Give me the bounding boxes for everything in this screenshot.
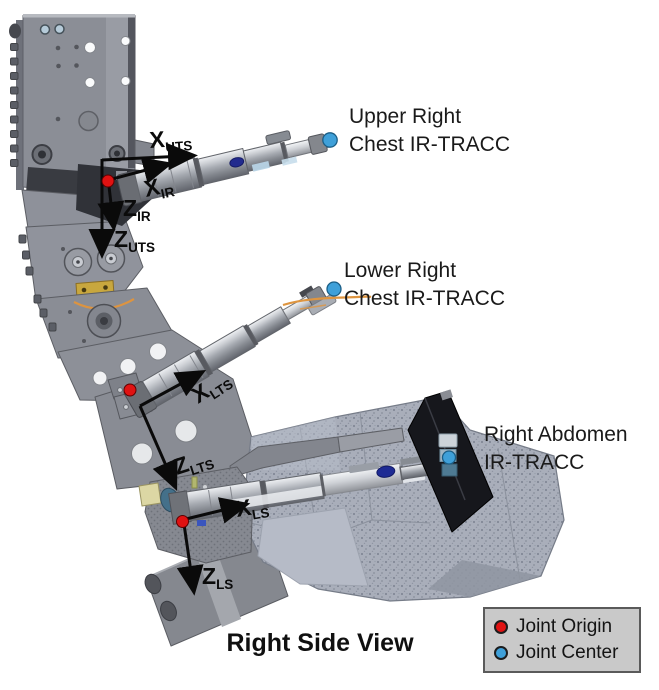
axis-arrow-x-ir xyxy=(108,157,174,184)
axis-arrow-x-ls xyxy=(185,497,251,524)
axis-label-x-uts: XUTS xyxy=(149,124,193,156)
label-lower-right-chest: Lower Right Chest IR-TRACC xyxy=(344,257,505,313)
sensor-window xyxy=(229,157,245,168)
joint-center-dot xyxy=(441,450,457,465)
joint-origin-dot xyxy=(176,515,189,528)
axis-arrow-z-lts xyxy=(138,405,178,491)
axis-label-z-ls: ZLS xyxy=(202,563,233,592)
view-caption: Right Side View xyxy=(226,629,414,657)
joint-markers xyxy=(101,132,457,528)
axis-label-z-uts: ZUTS xyxy=(114,226,155,255)
label-line: Right Abdomen xyxy=(484,423,628,446)
legend-item-joint-origin: Joint Origin xyxy=(494,616,633,638)
legend-box: Joint Origin Joint Center xyxy=(483,607,641,673)
joint-origin-dot xyxy=(101,174,115,188)
axis-arrow-x-lts xyxy=(139,370,207,408)
label-line: Upper Right xyxy=(349,105,462,128)
joint-center-dot xyxy=(326,281,342,297)
label-line: Chest IR-TRACC xyxy=(344,287,506,310)
legend-label: Joint Origin xyxy=(516,616,613,637)
axis-label-z-ir: ZIR xyxy=(123,195,151,224)
abdomen-flesh-block xyxy=(229,396,565,602)
label-line: Lower Right xyxy=(344,259,457,282)
joint-origin-dot xyxy=(494,620,508,634)
sensor-window xyxy=(376,465,396,478)
axis-arrows xyxy=(88,143,251,596)
label-upper-right-chest: Upper Right Chest IR-TRACC xyxy=(349,103,510,159)
label-line: IR-TRACC xyxy=(484,451,585,474)
axis-arrow-x-uts xyxy=(101,143,198,171)
joint-origin-dot xyxy=(123,383,137,397)
upper-chest-ir-tracc-cylinder xyxy=(116,130,333,207)
legend-label: Joint Center xyxy=(516,642,619,663)
axis-label-x-ir: XIR xyxy=(142,170,176,204)
orange-cable-lower xyxy=(282,295,372,307)
joint-center-dot xyxy=(322,132,338,148)
axis-arrow-z-ls xyxy=(176,523,204,596)
joint-center-dot xyxy=(494,646,508,660)
legend-item-joint-center: Joint Center xyxy=(494,642,633,664)
yellow-tab xyxy=(138,482,162,507)
axis-label-x-ls: XLS xyxy=(234,491,271,525)
label-right-abdomen: Right Abdomen IR-TRACC xyxy=(484,421,628,477)
label-line: Chest IR-TRACC xyxy=(349,133,511,156)
